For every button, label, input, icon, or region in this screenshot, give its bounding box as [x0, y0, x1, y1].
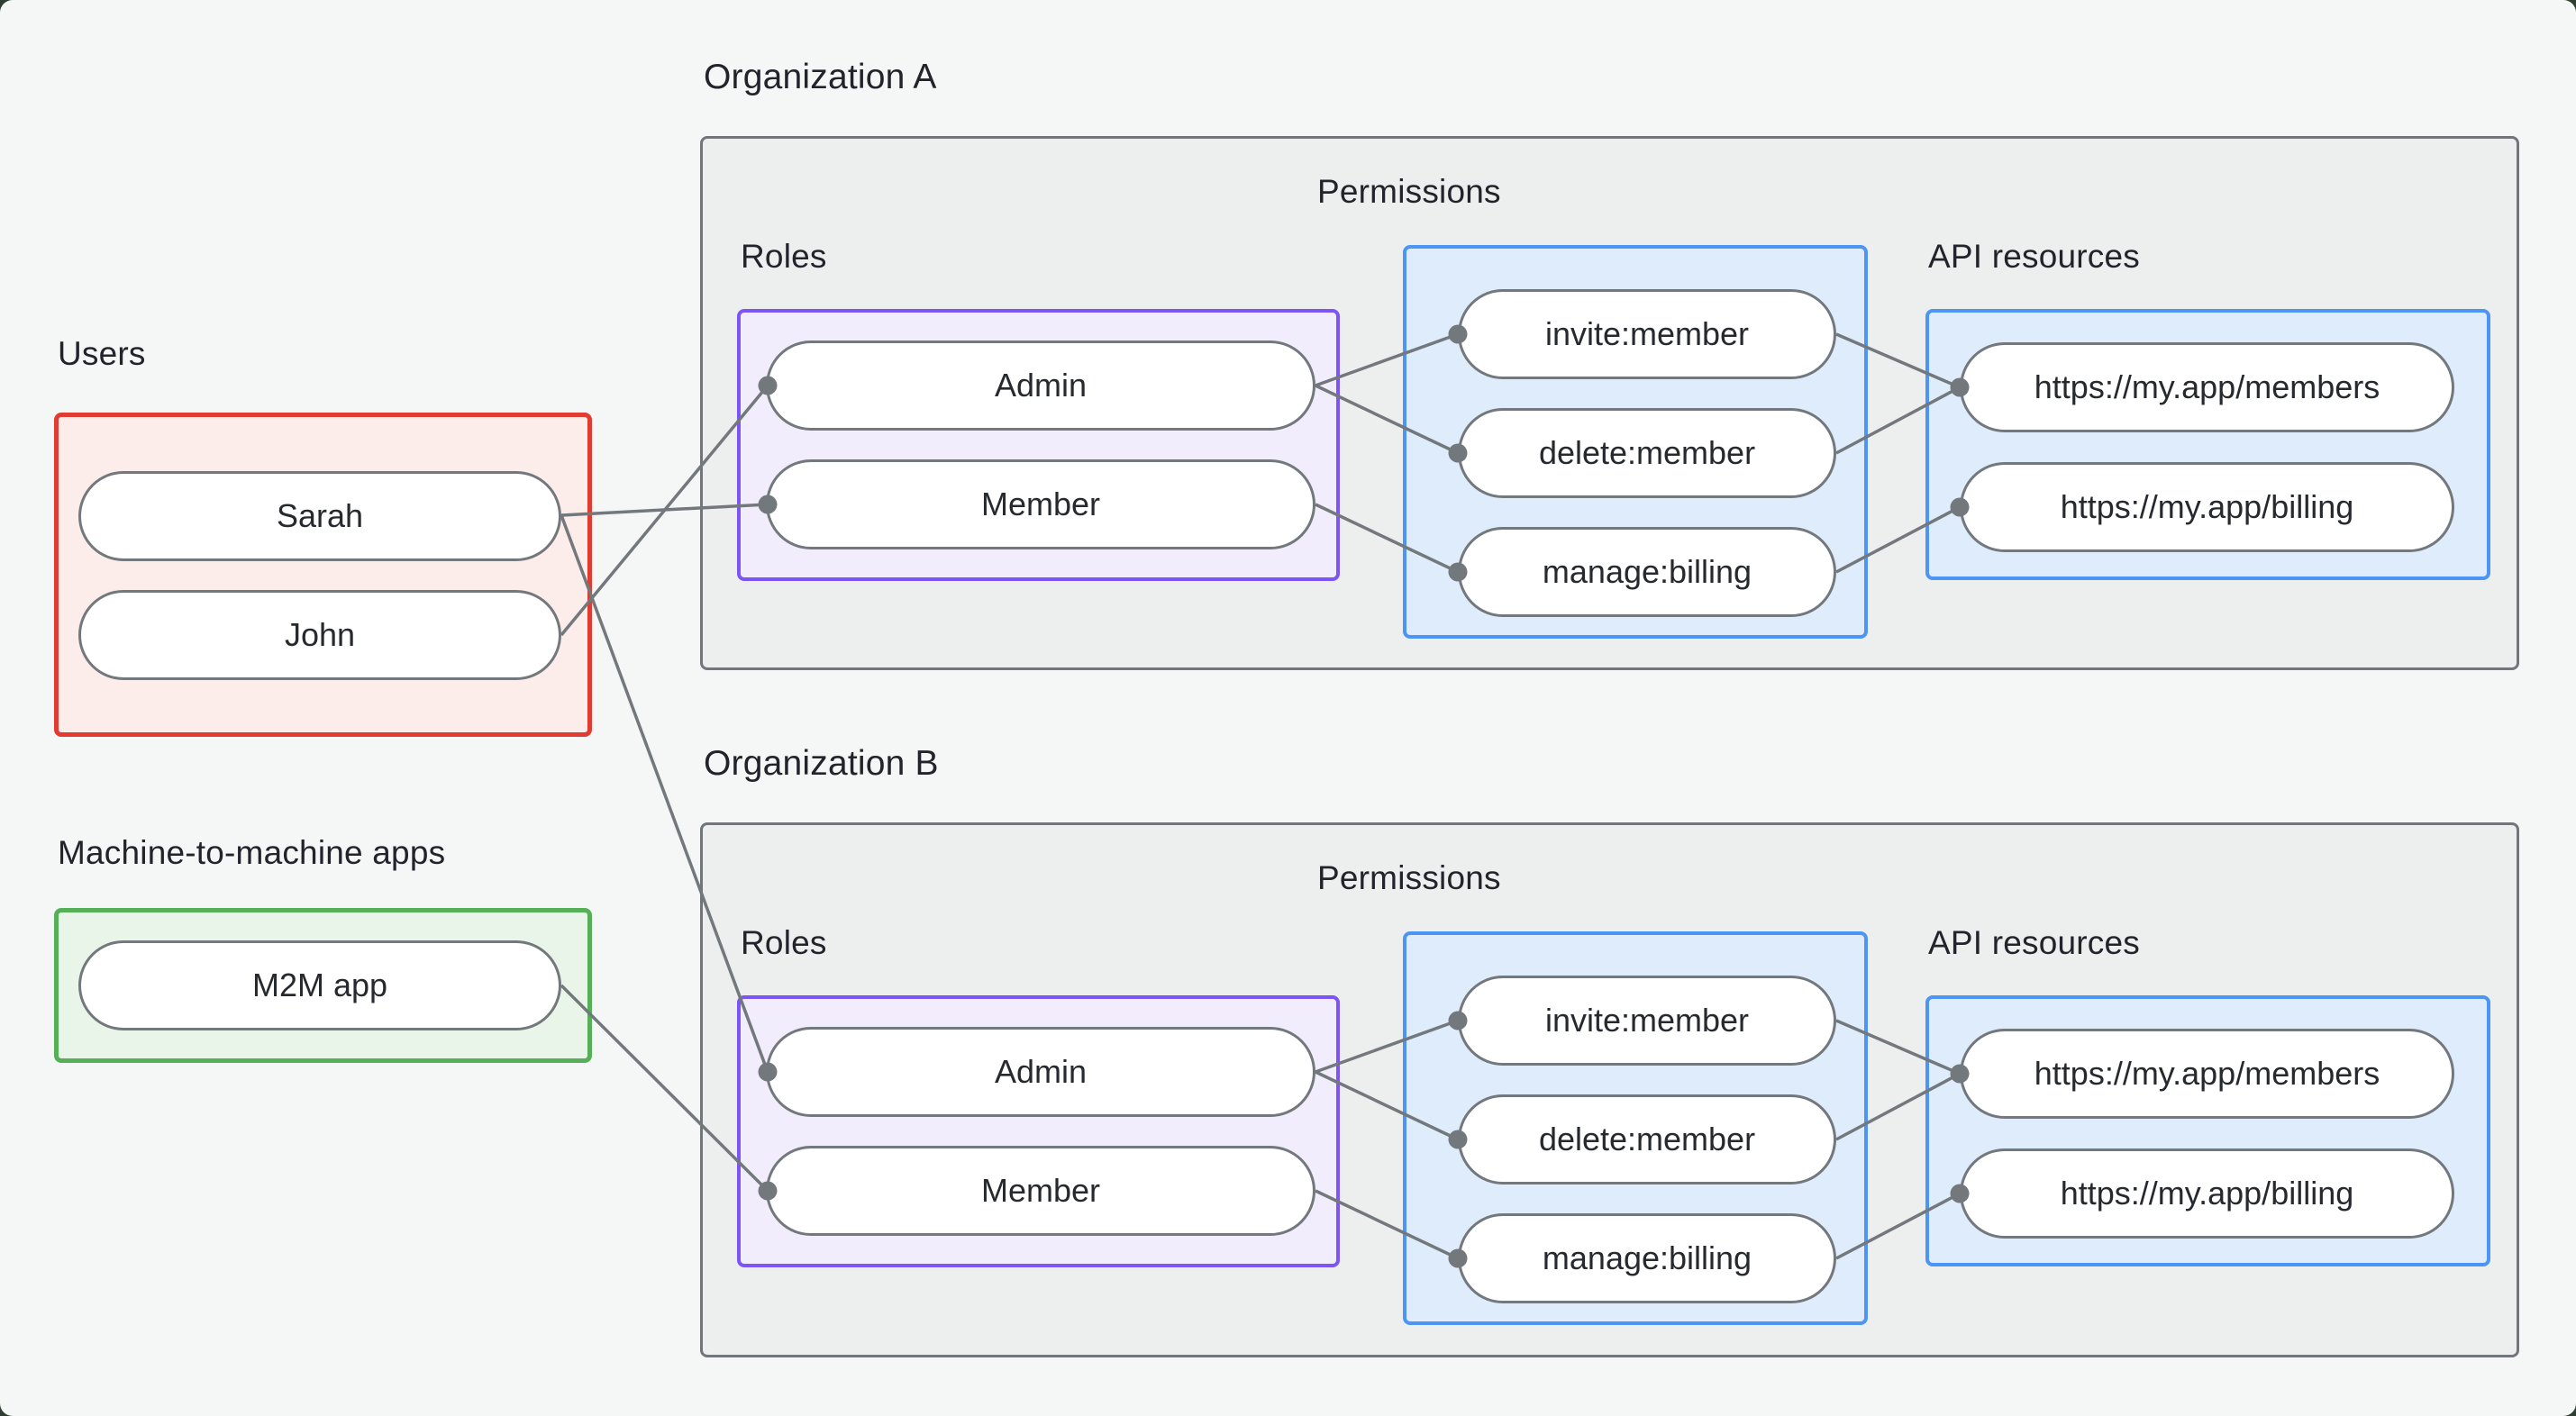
node-org-b-perm-manage: manage:billing — [1458, 1213, 1836, 1303]
org-a-api-resources-label: API resources — [1928, 238, 2140, 275]
node-user-sarah: Sarah — [78, 471, 561, 561]
org-b-api-resources-label: API resources — [1928, 924, 2140, 961]
org-a-roles-label: Roles — [741, 238, 827, 275]
node-org-a-perm-delete: delete:member — [1458, 408, 1836, 498]
node-org-b-perm-delete: delete:member — [1458, 1094, 1836, 1185]
org-b-roles-label: Roles — [741, 924, 827, 961]
org-b-title: Organization B — [704, 744, 939, 783]
node-org-a-role-member: Member — [766, 459, 1315, 549]
node-user-john: John — [78, 590, 561, 680]
node-org-a-role-admin: Admin — [766, 340, 1315, 431]
org-b-permissions-label: Permissions — [1317, 859, 1501, 896]
node-m2m-app: M2M app — [78, 940, 561, 1030]
node-org-b-role-member: Member — [766, 1146, 1315, 1236]
node-org-b-perm-invite: invite:member — [1458, 976, 1836, 1066]
org-a-title: Organization A — [704, 58, 937, 96]
node-org-a-perm-invite: invite:member — [1458, 289, 1836, 379]
node-org-b-api-billing: https://my.app/billing — [1960, 1148, 2454, 1239]
m2m-label: Machine-to-machine apps — [58, 834, 446, 871]
node-org-b-api-members: https://my.app/members — [1960, 1029, 2454, 1119]
node-org-a-api-members: https://my.app/members — [1960, 342, 2454, 432]
node-org-a-api-billing: https://my.app/billing — [1960, 462, 2454, 552]
node-org-a-perm-manage: manage:billing — [1458, 527, 1836, 617]
org-a-permissions-label: Permissions — [1317, 173, 1501, 210]
users-group-box — [54, 413, 592, 737]
users-label: Users — [58, 335, 146, 372]
node-org-b-role-admin: Admin — [766, 1027, 1315, 1117]
